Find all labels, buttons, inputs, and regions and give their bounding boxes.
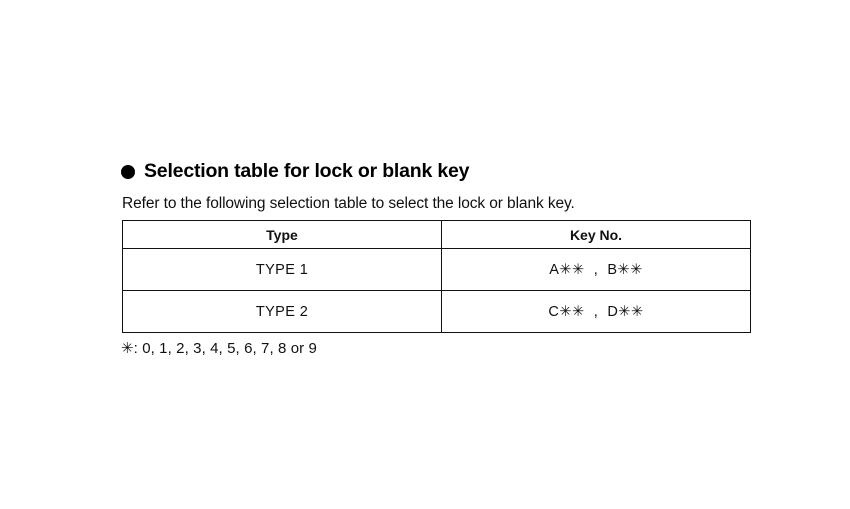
column-header-type: Type bbox=[122, 220, 442, 249]
cell-type-2: TYPE 2 bbox=[122, 290, 442, 333]
table-row: TYPE 1 A✳✳ , B✳✳ bbox=[122, 248, 751, 291]
table-header-row: Type Key No. bbox=[122, 220, 751, 249]
cell-key-no-2: C✳✳ , D✳✳ bbox=[441, 290, 751, 333]
filled-circle-bullet-icon bbox=[121, 165, 135, 179]
intro-paragraph: Refer to the following selection table t… bbox=[122, 195, 575, 212]
cell-key-no-1: A✳✳ , B✳✳ bbox=[441, 248, 751, 291]
cell-type-1: TYPE 1 bbox=[122, 248, 442, 291]
key-selection-table: Type Key No. TYPE 1 A✳✳ , B✳✳ TYPE 2 C✳✳… bbox=[122, 220, 751, 333]
page-title: Selection table for lock or blank key bbox=[144, 160, 470, 182]
footnote-asterisk-legend: ✳: 0, 1, 2, 3, 4, 5, 6, 7, 8 or 9 bbox=[121, 340, 317, 357]
table-row: TYPE 2 C✳✳ , D✳✳ bbox=[122, 290, 751, 333]
section-heading: Selection table for lock or blank key bbox=[121, 160, 469, 182]
column-header-key-no: Key No. bbox=[441, 220, 751, 249]
